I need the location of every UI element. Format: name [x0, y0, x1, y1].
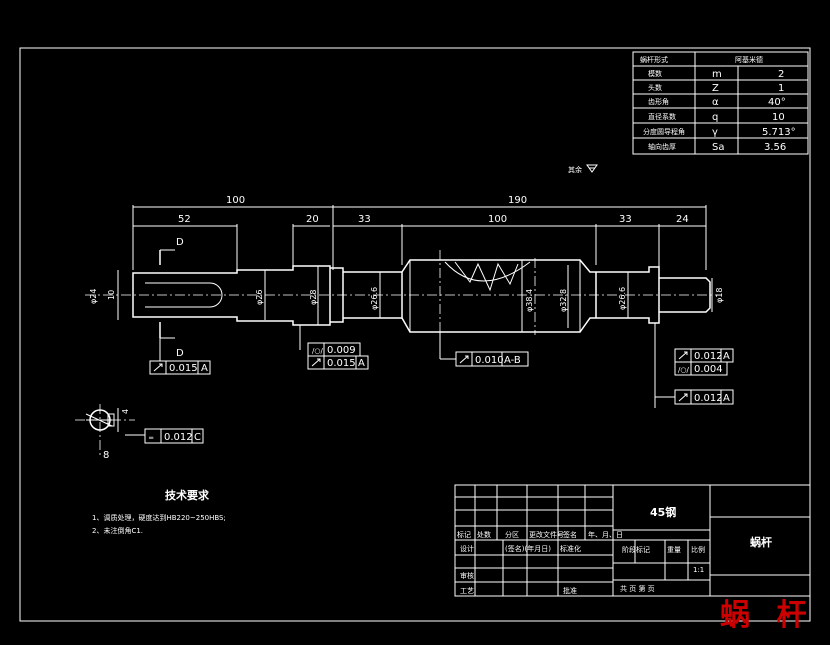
param-name: 轴向齿厚	[648, 142, 676, 151]
param-value: 5.713°	[762, 127, 796, 138]
svg-text:0.009: 0.009	[327, 345, 356, 356]
svg-text:0.012: 0.012	[694, 351, 723, 362]
svg-text:A: A	[723, 351, 730, 362]
section-marker: D D	[159, 237, 184, 359]
param-symbol: q	[712, 112, 718, 123]
svg-text:/○/: /○/	[312, 347, 323, 355]
svg-text:D: D	[176, 237, 184, 248]
svg-text:C: C	[194, 432, 201, 443]
param-name: 直径系数	[648, 112, 676, 121]
worm-shaft	[117, 250, 713, 340]
svg-text:8: 8	[103, 450, 109, 461]
param-value: 1	[778, 83, 784, 94]
dimension-lines: 100 190 52 20 33 100 33 24	[132, 195, 707, 270]
drawing-frame	[19, 47, 811, 622]
svg-text:0.015: 0.015	[169, 363, 198, 374]
svg-text:0.012: 0.012	[694, 393, 723, 404]
svg-text:重量: 重量	[667, 546, 681, 554]
param-symbol: α	[712, 97, 719, 108]
tolerance-mid: /○/ 0.009 0.015 A	[299, 325, 369, 370]
svg-text:A: A	[201, 363, 208, 374]
param-symbol: Z	[712, 83, 719, 94]
svg-text:技术要求: 技术要求	[165, 488, 210, 502]
param-symbol: m	[712, 69, 722, 80]
param-header-value: 阿基米德	[735, 55, 763, 64]
svg-text:比例: 比例	[691, 545, 705, 554]
dim-20: 20	[306, 214, 319, 225]
technical-requirements: 技术要求 1、调质处理，硬度达到HB220~250HBS; 2、未注倒角C1.	[92, 488, 226, 535]
dim-33-right: 33	[619, 214, 632, 225]
diam-label-26-6-right: φ26.6	[618, 287, 627, 310]
param-value: 10	[772, 112, 785, 123]
svg-text:D: D	[176, 348, 184, 359]
tolerance-right: 0.012 A /○/ 0.004 0.012 A	[654, 323, 734, 408]
svg-text:/○/: /○/	[678, 366, 689, 374]
svg-text:审核: 审核	[460, 571, 474, 580]
dim-190: 190	[508, 195, 527, 206]
svg-text:0.015: 0.015	[327, 358, 356, 369]
dim-100-worm: 100	[488, 214, 507, 225]
dim-52: 52	[178, 214, 191, 225]
svg-text:A: A	[723, 393, 730, 404]
param-value: 40°	[768, 97, 786, 108]
param-name: 齿形角	[648, 97, 669, 106]
svg-text:1、调质处理，硬度达到HB220~250HBS;: 1、调质处理，硬度达到HB220~250HBS;	[92, 513, 226, 522]
svg-text:签名: 签名	[563, 530, 577, 539]
param-value: 2	[778, 69, 784, 80]
param-name: 模数	[648, 69, 662, 78]
svg-text:4: 4	[121, 409, 130, 414]
svg-text:标准化: 标准化	[560, 544, 581, 553]
diam-label-keyway: 10	[107, 290, 116, 300]
title-block: 标记 处数 分区 更改文件号 签名 年、月、日 设计 (签名)(年月日) 标准化…	[454, 484, 811, 597]
param-header-name: 蜗杆形式	[640, 55, 668, 64]
svg-text:工艺: 工艺	[460, 587, 474, 595]
svg-text:更改文件号: 更改文件号	[529, 530, 564, 539]
diam-label-28: φ28	[309, 290, 318, 305]
svg-text:0.012: 0.012	[164, 432, 193, 443]
param-name: 头数	[648, 83, 662, 92]
dim-33-left: 33	[358, 214, 371, 225]
svg-text:阶段标记: 阶段标记	[622, 545, 650, 554]
svg-text:分区: 分区	[505, 530, 519, 539]
svg-text:其余: 其余	[568, 165, 582, 174]
diam-label-38-4: φ38.4	[525, 289, 534, 312]
surface-roughness-note: 其余	[568, 164, 598, 174]
param-value: 3.56	[764, 142, 786, 153]
worm-parameter-table: 蜗杆形式 阿基米德 模数 m 2 头数 Z 1 齿形角 α 40° 直径系数 q…	[632, 51, 809, 155]
svg-text:2、未注倒角C1.: 2、未注倒角C1.	[92, 526, 143, 535]
svg-text:═: ═	[148, 434, 154, 442]
diam-label-18: φ18	[715, 288, 724, 303]
keyway-section-view: ═ 0.012 C 8 4	[75, 404, 204, 461]
part-name-label: 蜗杆	[750, 535, 772, 549]
param-symbol: Sa	[712, 142, 724, 153]
diam-label-26: φ26	[255, 290, 264, 305]
svg-text:标记: 标记	[457, 530, 471, 539]
svg-text:批准: 批准	[563, 586, 577, 595]
svg-text:0.004: 0.004	[694, 364, 723, 375]
svg-text:年、月、日: 年、月、日	[588, 530, 623, 539]
tolerance-left: 0.015 A	[149, 322, 211, 375]
param-name: 分度圆导程角	[643, 127, 685, 136]
svg-text:A: A	[358, 358, 365, 369]
svg-text:0.010: 0.010	[475, 355, 504, 366]
diam-label-32-8: φ32.8	[559, 289, 568, 312]
dim-100-left: 100	[226, 195, 245, 206]
svg-text:处数: 处数	[477, 530, 491, 539]
svg-text:共 页 第 页: 共 页 第 页	[620, 584, 655, 593]
svg-text:(签名)(年月日): (签名)(年月日)	[505, 544, 551, 553]
diam-label-26-6-left: φ26.6	[370, 287, 379, 310]
svg-text:1:1: 1:1	[693, 566, 704, 574]
dim-24: 24	[676, 214, 689, 225]
diam-label-24: φ24	[89, 289, 98, 304]
watermark: 蜗 杆	[720, 598, 814, 633]
svg-text:A-B: A-B	[504, 355, 521, 366]
svg-text:设计: 设计	[460, 544, 474, 553]
tolerance-worm: 0.010 A-B	[439, 332, 529, 367]
param-symbol: γ	[712, 127, 718, 138]
material-label: 45钢	[650, 505, 676, 519]
